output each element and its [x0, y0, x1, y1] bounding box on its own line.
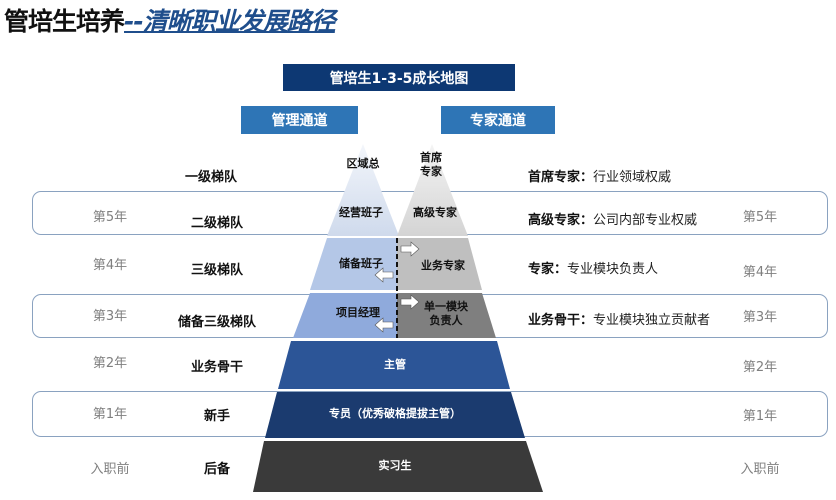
- label-chief-expert-line1: 首席: [420, 151, 442, 164]
- expert-desc-title: 高级专家：: [528, 213, 594, 228]
- year-left: 第1年: [92, 407, 128, 422]
- year-right: 第2年: [742, 360, 778, 375]
- management-channel-label: 管理通道: [241, 106, 358, 134]
- expert-channel-label: 专家通道: [441, 106, 555, 134]
- expert-desc-text: 专业模块负责人: [567, 262, 659, 277]
- expert-desc-title: 首席专家：: [528, 170, 594, 185]
- year-left: 第5年: [92, 210, 128, 225]
- label-project-manager: 项目经理: [336, 306, 380, 319]
- year-right: 第5年: [742, 210, 778, 225]
- growth-map-banner: 管培生1-3-5成长地图: [283, 64, 515, 91]
- tier-label: 后备: [203, 462, 230, 477]
- label-specialist: 专员（优秀破格提拔主管）: [329, 407, 461, 420]
- label-module-owner: 单一模块负责人: [410, 300, 482, 328]
- tier-label: 二级梯队: [190, 216, 243, 231]
- expert-desc-text: 行业领域权威: [593, 170, 672, 185]
- label-operating-team: 经营班子: [339, 206, 383, 219]
- label-module-owner-line2: 负责人: [429, 314, 463, 327]
- tier-label: 业务骨干: [190, 360, 243, 375]
- year-left: 第4年: [92, 258, 128, 273]
- label-supervisor: 主管: [384, 358, 406, 371]
- label-chief-expert-line2: 专家: [420, 165, 442, 178]
- label-senior-expert: 高级专家: [413, 206, 457, 219]
- expert-desc: 首席专家：行业领域权威: [528, 166, 671, 185]
- tier-label: 一级梯队: [184, 170, 237, 185]
- page-title: 管培生培养--清晰职业发展路径: [4, 2, 336, 38]
- label-module-owner-line1: 单一模块: [424, 300, 468, 313]
- year-left: 第3年: [92, 309, 128, 324]
- expert-desc: 专家：专业模块负责人: [528, 258, 658, 277]
- expert-desc-title: 专家：: [528, 262, 568, 277]
- label-intern: 实习生: [378, 459, 412, 472]
- label-business-expert: 业务专家: [421, 259, 465, 272]
- year-right: 第4年: [742, 265, 778, 280]
- expert-desc-text: 公司内部专业权威: [593, 213, 698, 228]
- tier-label: 三级梯队: [190, 263, 243, 278]
- tier-label: 储备三级梯队: [177, 315, 256, 330]
- expert-desc-title: 业务骨干：: [528, 313, 594, 328]
- expert-desc: 高级专家：公司内部专业权威: [528, 209, 697, 228]
- expert-desc: 业务骨干：专业模块独立贡献者: [528, 309, 710, 328]
- year-right: 第1年: [742, 409, 778, 424]
- label-chief-expert: 首席专家: [398, 151, 464, 179]
- title-main: 管培生培养: [4, 7, 125, 36]
- year-left: 第2年: [92, 356, 128, 371]
- label-regional-head: 区域总: [346, 157, 380, 170]
- tier-label: 新手: [203, 409, 230, 424]
- label-reserve-team: 储备班子: [339, 257, 383, 270]
- year-left: 入职前: [90, 462, 130, 477]
- year-right: 第3年: [742, 310, 778, 325]
- year-right: 入职前: [740, 462, 780, 477]
- expert-desc-text: 专业模块独立贡献者: [593, 313, 711, 328]
- title-sub: --清晰职业发展路径: [124, 7, 336, 36]
